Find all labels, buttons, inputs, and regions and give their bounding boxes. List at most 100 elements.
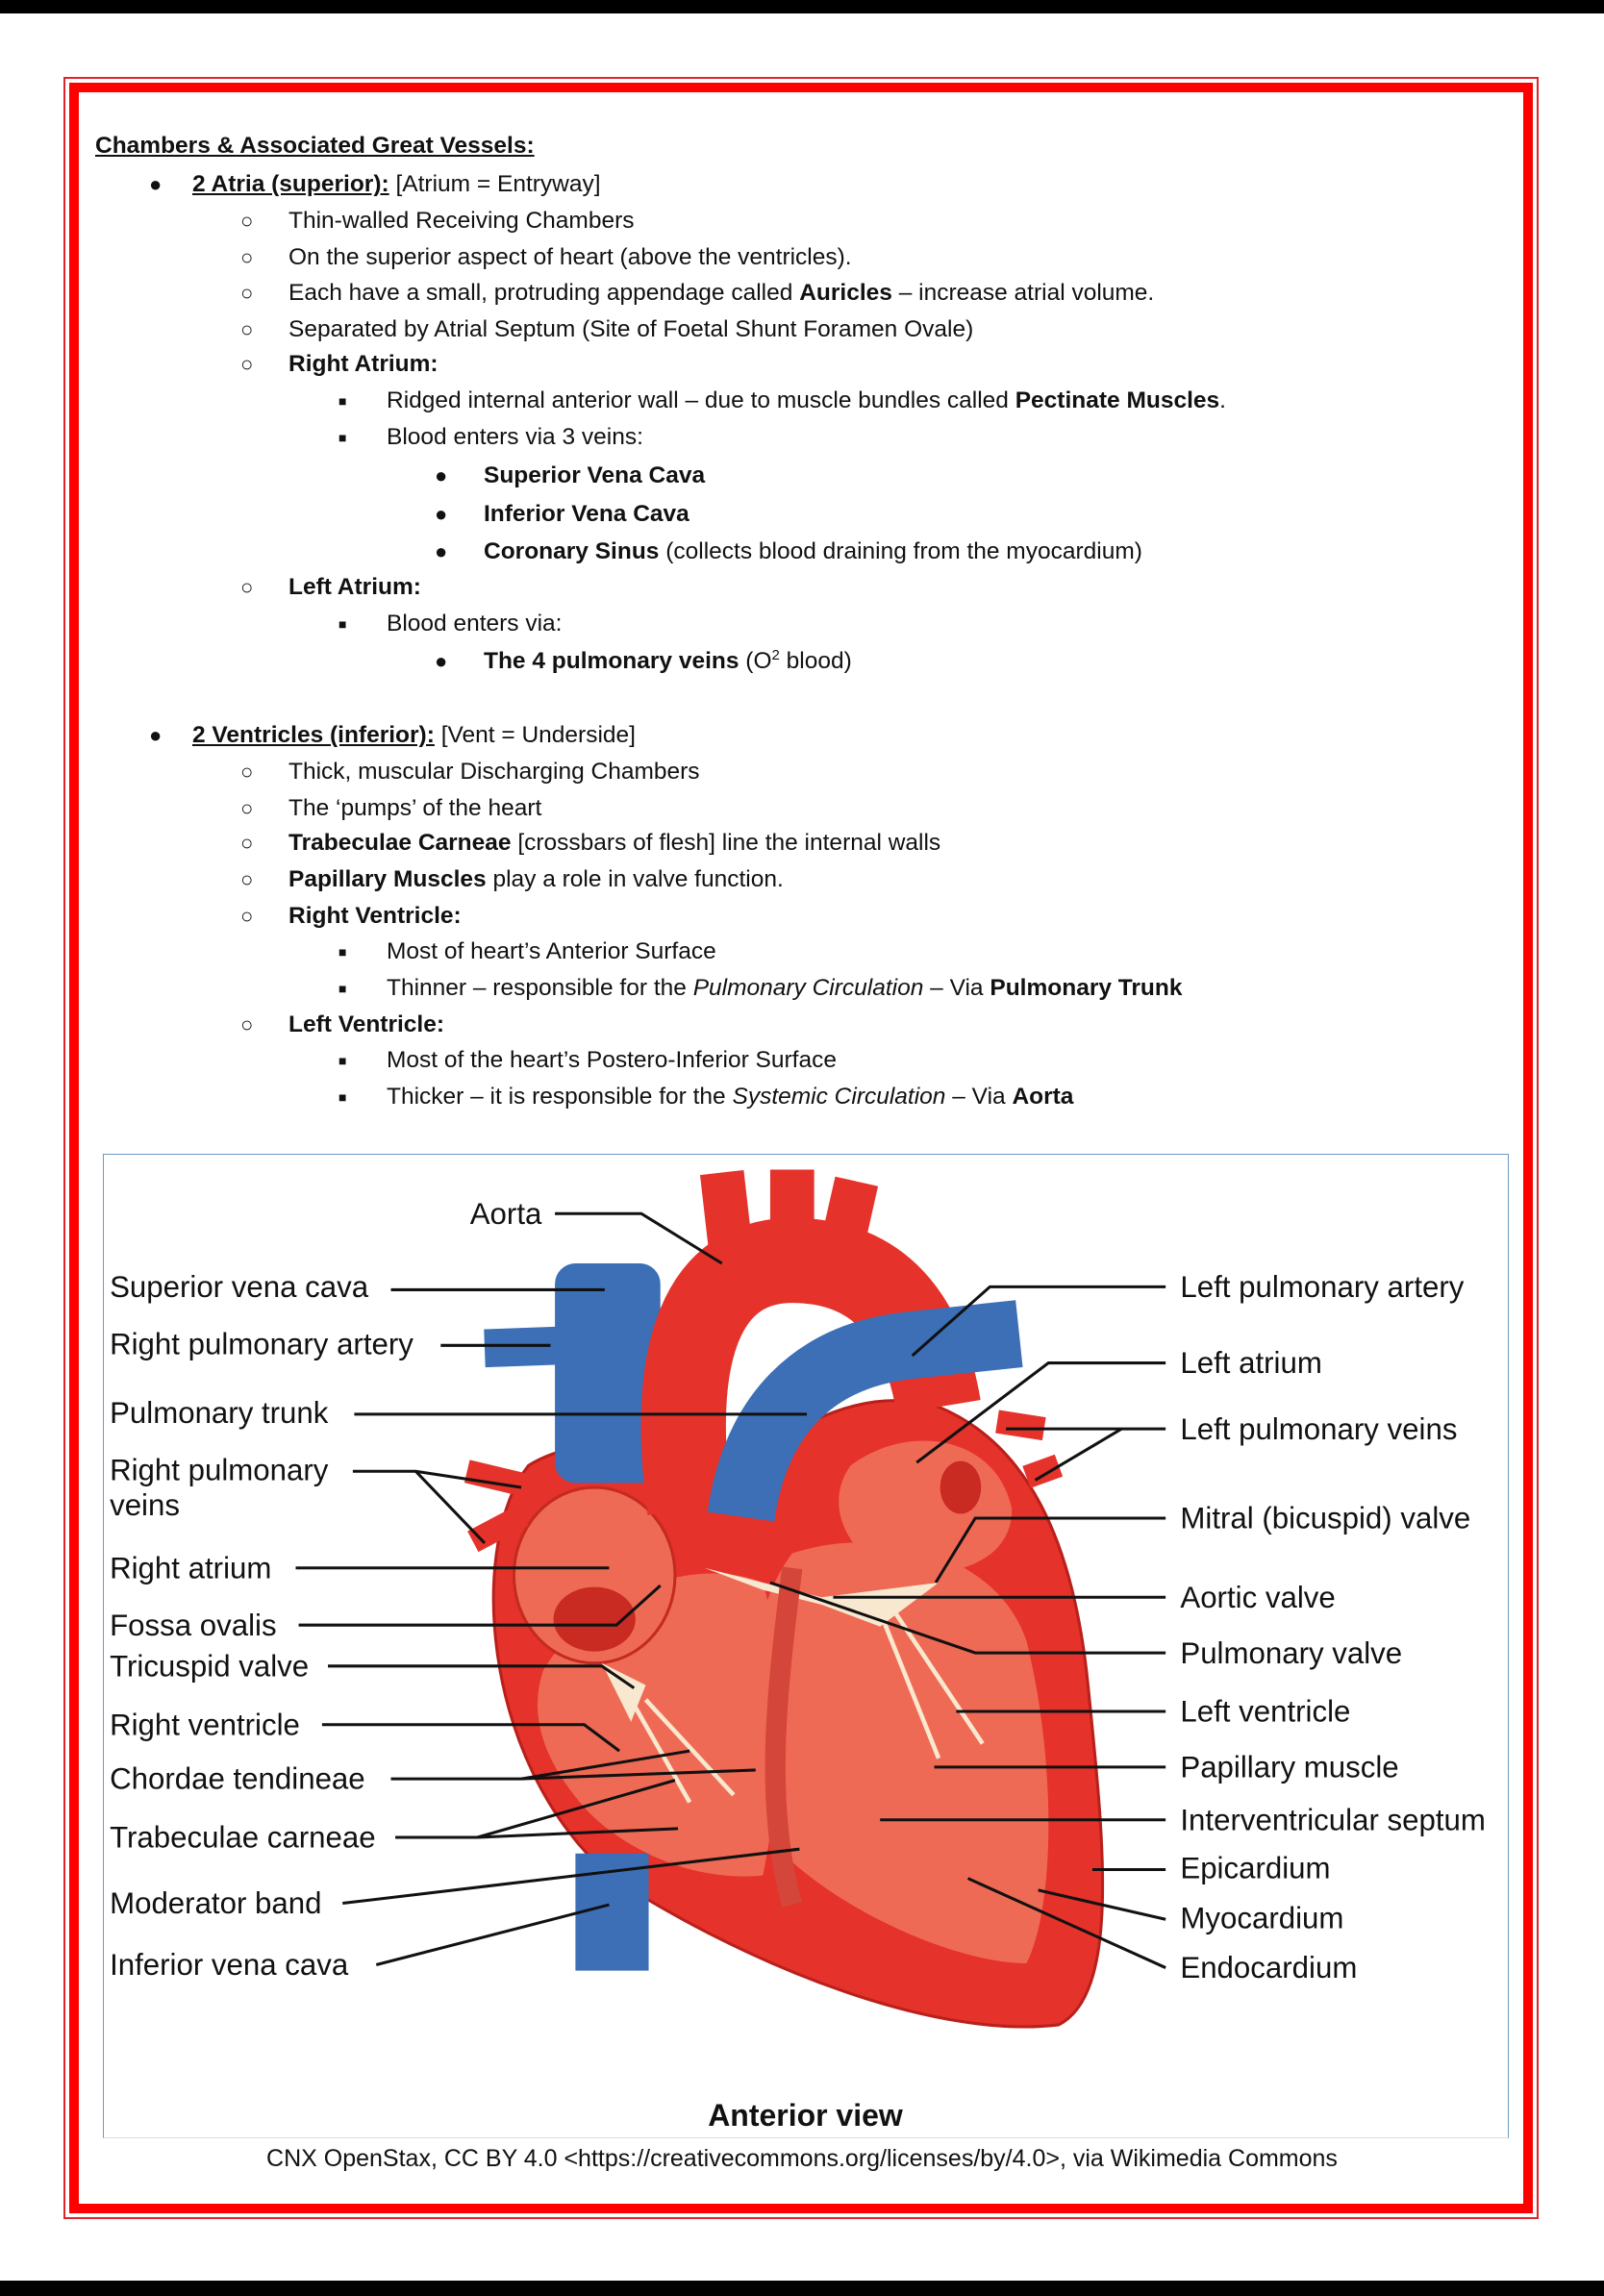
bullet-icon: ○ bbox=[240, 904, 254, 928]
list-item: Right Atrium: bbox=[288, 348, 439, 381]
text-run: – increase atrial volume. bbox=[891, 280, 1155, 306]
left-ventricle-chamber bbox=[747, 1542, 1049, 1963]
bullet-icon: ● bbox=[435, 463, 448, 487]
pulmonary-veins bbox=[464, 1410, 1064, 1553]
text-run: [Atrium = Entryway] bbox=[388, 171, 601, 197]
text-run: Ridged internal anterior wall – due to m… bbox=[387, 387, 1015, 413]
text-run: Blood enters via 3 veins: bbox=[387, 424, 643, 450]
list-item: Thick, muscular Discharging Chambers bbox=[288, 756, 700, 788]
list-item: Trabeculae Carneae [crossbars of flesh] … bbox=[288, 827, 940, 860]
leader-lines bbox=[295, 1211, 1166, 1969]
text-run: On the superior aspect of heart (above t… bbox=[288, 244, 852, 270]
valves bbox=[601, 1567, 940, 1722]
text-run: Left Ventricle: bbox=[288, 1011, 445, 1037]
text-run: Thick, muscular Discharging Chambers bbox=[288, 759, 700, 785]
bullet-icon: ● bbox=[435, 539, 448, 563]
list-item: Most of the heart’s Postero-Inferior Sur… bbox=[387, 1044, 837, 1077]
text-run: Right Atrium: bbox=[288, 351, 439, 377]
list-item: On the superior aspect of heart (above t… bbox=[288, 241, 852, 274]
label: Left pulmonary veins bbox=[1180, 1412, 1457, 1446]
text-run: Superior Vena Cava bbox=[484, 462, 706, 488]
label: Aortic valve bbox=[1180, 1581, 1335, 1614]
text-run: blood) bbox=[779, 648, 852, 674]
text-run: (O bbox=[739, 648, 772, 674]
text-run: Systemic Circulation bbox=[732, 1084, 946, 1110]
text-run: The ‘pumps’ of the heart bbox=[288, 795, 542, 821]
label: Right pulmonary artery bbox=[110, 1327, 414, 1360]
list-item: 2 Atria (superior): [Atrium = Entryway] bbox=[192, 168, 601, 201]
bullet-icon: ■ bbox=[338, 616, 347, 632]
superior-vena-cava bbox=[555, 1263, 661, 1484]
label: Epicardium bbox=[1180, 1852, 1330, 1885]
page-frame-outer bbox=[63, 77, 1539, 2219]
label: Fossa ovalis bbox=[110, 1609, 277, 1642]
list-item: Papillary Muscles play a role in valve f… bbox=[288, 863, 784, 896]
label: Tricuspid valve bbox=[110, 1649, 309, 1683]
text-run: Papillary Muscles bbox=[288, 866, 487, 892]
text-run: Coronary Sinus bbox=[484, 538, 660, 564]
text-run: 2 bbox=[771, 646, 780, 663]
heart-illustration: Aorta Superior vena cava Right pulmonary… bbox=[110, 1169, 1486, 2133]
left-pulmonary-vein-opening bbox=[940, 1460, 982, 1514]
text-run: Most of the heart’s Postero-Inferior Sur… bbox=[387, 1047, 837, 1073]
list-item: Left Ventricle: bbox=[288, 1009, 444, 1041]
label: Left pulmonary artery bbox=[1180, 1270, 1464, 1304]
label: Right ventricle bbox=[110, 1708, 300, 1741]
bullet-icon: ● bbox=[149, 723, 163, 747]
label: Moderator band bbox=[110, 1886, 321, 1920]
text-run: Right Ventricle: bbox=[288, 903, 462, 929]
text-run: Pectinate Muscles bbox=[1015, 387, 1220, 413]
bullet-icon: ○ bbox=[240, 760, 254, 784]
text-run: Each have a small, protruding appendage … bbox=[288, 280, 800, 306]
label: Papillary muscle bbox=[1180, 1751, 1398, 1784]
bullet-icon: ● bbox=[435, 502, 448, 526]
text-run: Separated by Atrial Septum (Site of Foet… bbox=[288, 316, 974, 342]
list-item: Most of heart’s Anterior Surface bbox=[387, 936, 716, 968]
page-frame bbox=[69, 83, 1533, 2213]
text-run: – Via bbox=[923, 975, 990, 1001]
list-item: The ‘pumps’ of the heart bbox=[288, 792, 541, 825]
bullet-icon: ■ bbox=[338, 1089, 347, 1105]
list-item: 2 Ventricles (inferior): [Vent = Undersi… bbox=[192, 719, 636, 752]
bullet-icon: ○ bbox=[240, 1012, 254, 1036]
text-run: [crossbars of flesh] line the internal w… bbox=[511, 830, 941, 856]
bullet-icon: ○ bbox=[240, 352, 254, 376]
text-run: The 4 pulmonary veins bbox=[484, 648, 739, 674]
label: veins bbox=[110, 1488, 180, 1522]
text-run: [Vent = Underside] bbox=[434, 722, 636, 748]
pulmonary-trunk bbox=[707, 1300, 1023, 1523]
text-run: Left Atrium: bbox=[288, 574, 421, 600]
septum bbox=[764, 1566, 803, 1908]
bullet-icon: ■ bbox=[338, 981, 347, 996]
text-run: Blood enters via: bbox=[387, 611, 563, 636]
diagram-caption: Anterior view bbox=[708, 2098, 903, 2133]
label: Right atrium bbox=[110, 1551, 271, 1585]
label-aorta: Aorta bbox=[470, 1197, 542, 1231]
label: Left atrium bbox=[1180, 1346, 1321, 1380]
bullet-icon: ■ bbox=[338, 393, 347, 409]
list-item: Each have a small, protruding appendage … bbox=[288, 277, 1154, 310]
chordae bbox=[629, 1610, 985, 1804]
bullet-icon: ○ bbox=[240, 209, 254, 233]
text-run: play a role in valve function. bbox=[486, 866, 784, 892]
right-labels: Left pulmonary artery Left atrium Left p… bbox=[1180, 1270, 1486, 1984]
list-item: Right Ventricle: bbox=[288, 900, 462, 933]
bullet-icon: ● bbox=[149, 172, 163, 196]
section-heading: Chambers & Associated Great Vessels: bbox=[95, 133, 535, 159]
text-run: Auricles bbox=[799, 280, 892, 306]
label: Right pulmonary bbox=[110, 1453, 329, 1486]
bullet-icon: ○ bbox=[240, 317, 254, 341]
left-labels: Superior vena cava Right pulmonary arter… bbox=[110, 1270, 414, 1982]
label: Trabeculae carneae bbox=[110, 1821, 376, 1855]
text-run: . bbox=[1219, 387, 1226, 413]
label: Pulmonary trunk bbox=[110, 1396, 329, 1430]
heart-diagram: Aorta Superior vena cava Right pulmonary… bbox=[103, 1154, 1509, 2138]
text-run: Pulmonary Trunk bbox=[990, 975, 1183, 1001]
bullet-icon: ■ bbox=[338, 430, 347, 445]
text-run: Trabeculae Carneae bbox=[288, 830, 512, 856]
text-run: 2 Atria (superior): bbox=[192, 171, 389, 197]
text-run: Aorta bbox=[1012, 1084, 1074, 1110]
fossa-ovalis bbox=[553, 1586, 636, 1652]
text-run: Pulmonary Circulation bbox=[692, 975, 924, 1001]
list-item: Thinner – responsible for the Pulmonary … bbox=[387, 972, 1183, 1005]
